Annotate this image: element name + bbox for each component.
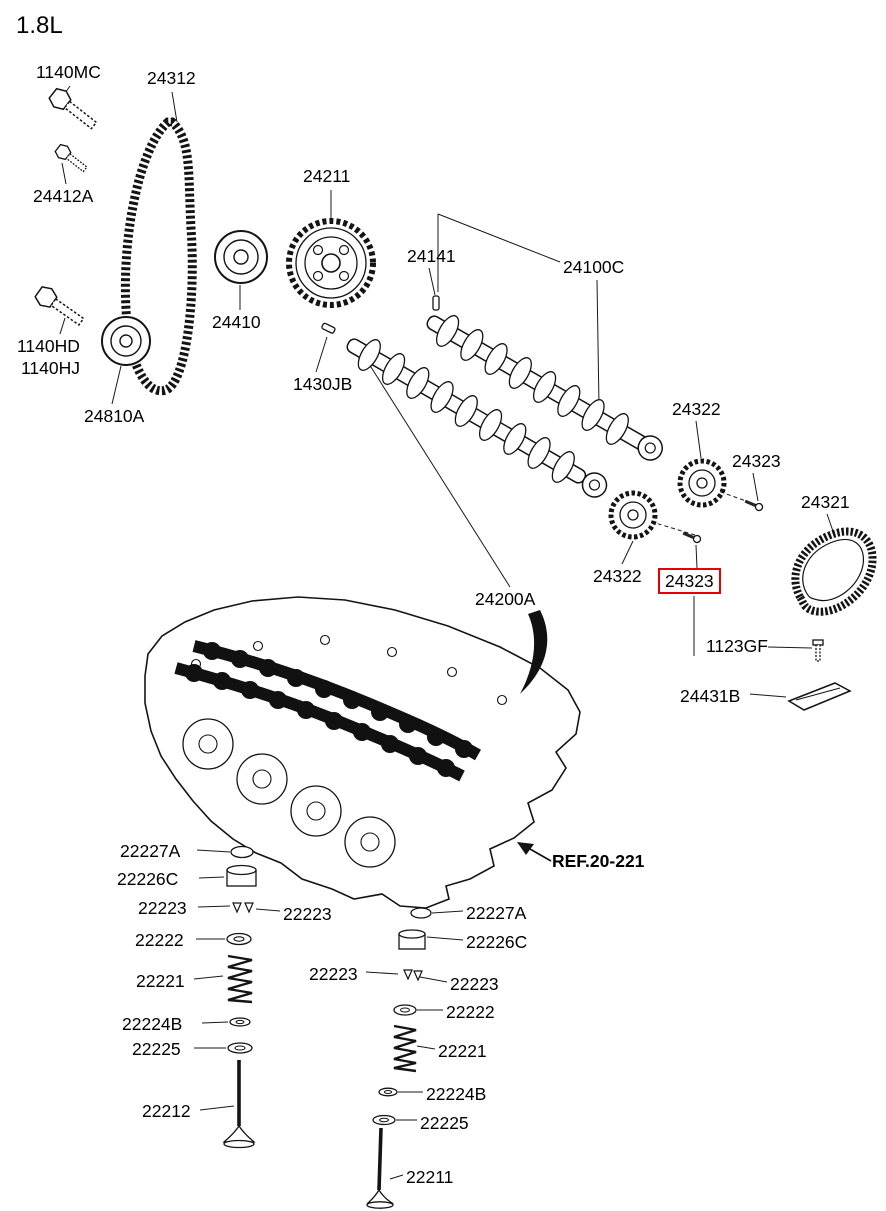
ref-arrow [517,842,552,862]
part-label-24322-11[interactable]: 24322 [672,399,721,419]
part-label-22227a-19[interactable]: 22227A [120,841,181,861]
part-label-24312-1[interactable]: 24312 [147,68,196,88]
bolt-24412a [54,143,88,173]
part-label-22222-29[interactable]: 22222 [446,1002,495,1022]
part-label-1140hj-8[interactable]: 1140HJ [21,358,81,378]
installed-camshafts [174,640,482,782]
part-label-22221-32[interactable]: 22221 [438,1041,487,1061]
part-label-1140mc-0[interactable]: 1140MC [36,62,101,82]
camshaft-exhaust-24200a [346,338,608,498]
bolt-1140mc [48,87,98,130]
part-label-22221-26[interactable]: 22221 [136,971,185,991]
part-label-24321-13[interactable]: 24321 [801,492,850,512]
engine-variant-title: 1.8L [16,12,63,39]
dowel-pin-1430jb [321,322,336,334]
part-label-1140hd-7[interactable]: 1140HD [17,336,80,356]
bolt-1123gf [812,639,824,662]
bolt-1140hd [34,286,85,326]
timing-chain-24321 [791,527,877,616]
idler-pulley-24810a [101,316,151,366]
chain-flourish [520,610,548,694]
part-label-24810a-10[interactable]: 24810A [84,406,145,426]
bolt-24323-lower [682,531,702,544]
leader-lines [59,85,835,1180]
ref-link-20-221[interactable]: REF.20-221 [552,851,645,871]
part-label-24200a-16[interactable]: 24200A [475,589,536,609]
valve-stack-left [222,845,257,1149]
part-label-22227a-23[interactable]: 22227A [466,903,527,923]
part-label-22223-22[interactable]: 22223 [283,904,332,924]
cylinder-head-assembly [144,596,581,909]
camshaft-intake-24100c [426,315,663,461]
part-label-22212-33[interactable]: 22212 [142,1101,191,1121]
part-label-24323-15[interactable]: 24323 [658,568,721,594]
belt-tensioner-24410 [214,230,268,284]
part-label-22223-21[interactable]: 22223 [138,898,187,918]
part-label-24322-14[interactable]: 24322 [593,566,642,586]
valve-stack-center [366,907,432,1209]
timing-belt-24312 [120,117,197,396]
pin-24141 [432,295,440,311]
part-label-22226c-20[interactable]: 22226C [117,869,179,889]
part-label-22224b-34[interactable]: 22224B [426,1084,487,1104]
part-label-1430jb-9[interactable]: 1430JB [293,374,353,394]
part-label-24412a-2[interactable]: 24412A [33,186,94,206]
part-label-24100c-5[interactable]: 24100C [563,257,625,277]
part-label-22226c-25[interactable]: 22226C [466,932,528,952]
part-label-1123gf-17[interactable]: 1123GF [706,636,768,656]
part-label-22225-35[interactable]: 22225 [420,1113,469,1133]
part-label-24410-6[interactable]: 24410 [212,312,261,332]
cam-sprocket-24322-upper [677,458,727,508]
part-label-22222-24[interactable]: 22222 [135,930,184,950]
cam-sprocket-24322-lower [608,490,658,540]
part-label-22211-36[interactable]: 22211 [406,1167,454,1187]
part-label-22223-28[interactable]: 22223 [450,974,499,994]
part-label-22223-27[interactable]: 22223 [309,964,358,984]
chain-guide-24431b [787,682,852,711]
part-label-22224b-30[interactable]: 22224B [122,1014,183,1034]
part-label-24211-3[interactable]: 24211 [303,166,351,186]
part-label-24141-4[interactable]: 24141 [407,246,456,266]
camshaft-sprocket-24211 [286,218,376,308]
part-label-24323-12[interactable]: 24323 [732,451,781,471]
bolt-24323-upper [744,499,764,512]
part-label-22225-31[interactable]: 22225 [132,1039,181,1059]
part-label-24431b-18[interactable]: 24431B [680,686,741,706]
